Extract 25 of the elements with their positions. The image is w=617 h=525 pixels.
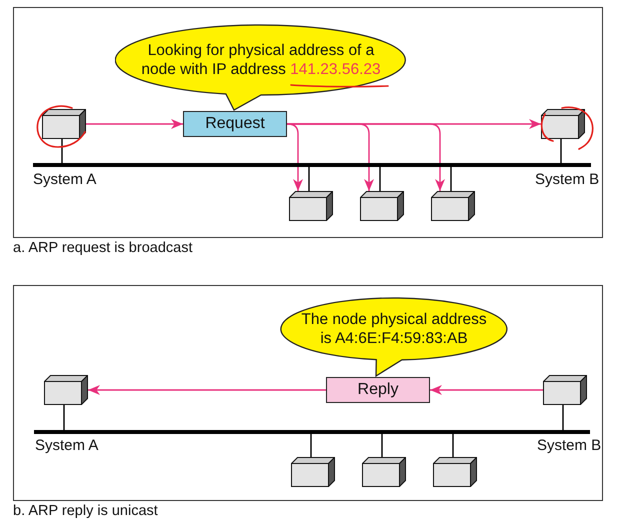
message-box: Reply: [326, 377, 430, 403]
bubble-text: The node physical address is A4:6E:F4:59:83:AB: [300, 310, 488, 348]
arrow: [287, 123, 303, 191]
bubble-text: Looking for physical address of a node with IP address 141.23.56.23: [140, 41, 382, 79]
connector-line: [452, 434, 454, 457]
connector-line: [61, 139, 63, 163]
message-box: Request: [183, 111, 287, 137]
connector-line: [63, 405, 65, 430]
arrow: [86, 119, 183, 129]
system-label: System B: [537, 437, 602, 454]
system-label: System A: [35, 437, 98, 454]
connector-line: [310, 434, 312, 457]
arrow: [287, 123, 445, 191]
panel-label: b. ARP reply is unicast: [13, 503, 158, 519]
connector-line: [450, 167, 452, 191]
system-label: System A: [33, 171, 96, 188]
system-label: System B: [535, 171, 600, 188]
arrow: [88, 385, 326, 395]
connector-line: [379, 167, 381, 191]
panel-label: a. ARP request is broadcast: [13, 240, 192, 256]
connector-line: [381, 434, 383, 457]
arrow: [430, 385, 543, 395]
connector-line: [562, 405, 564, 430]
connector-line: [560, 139, 562, 163]
connector-line: [308, 167, 310, 191]
